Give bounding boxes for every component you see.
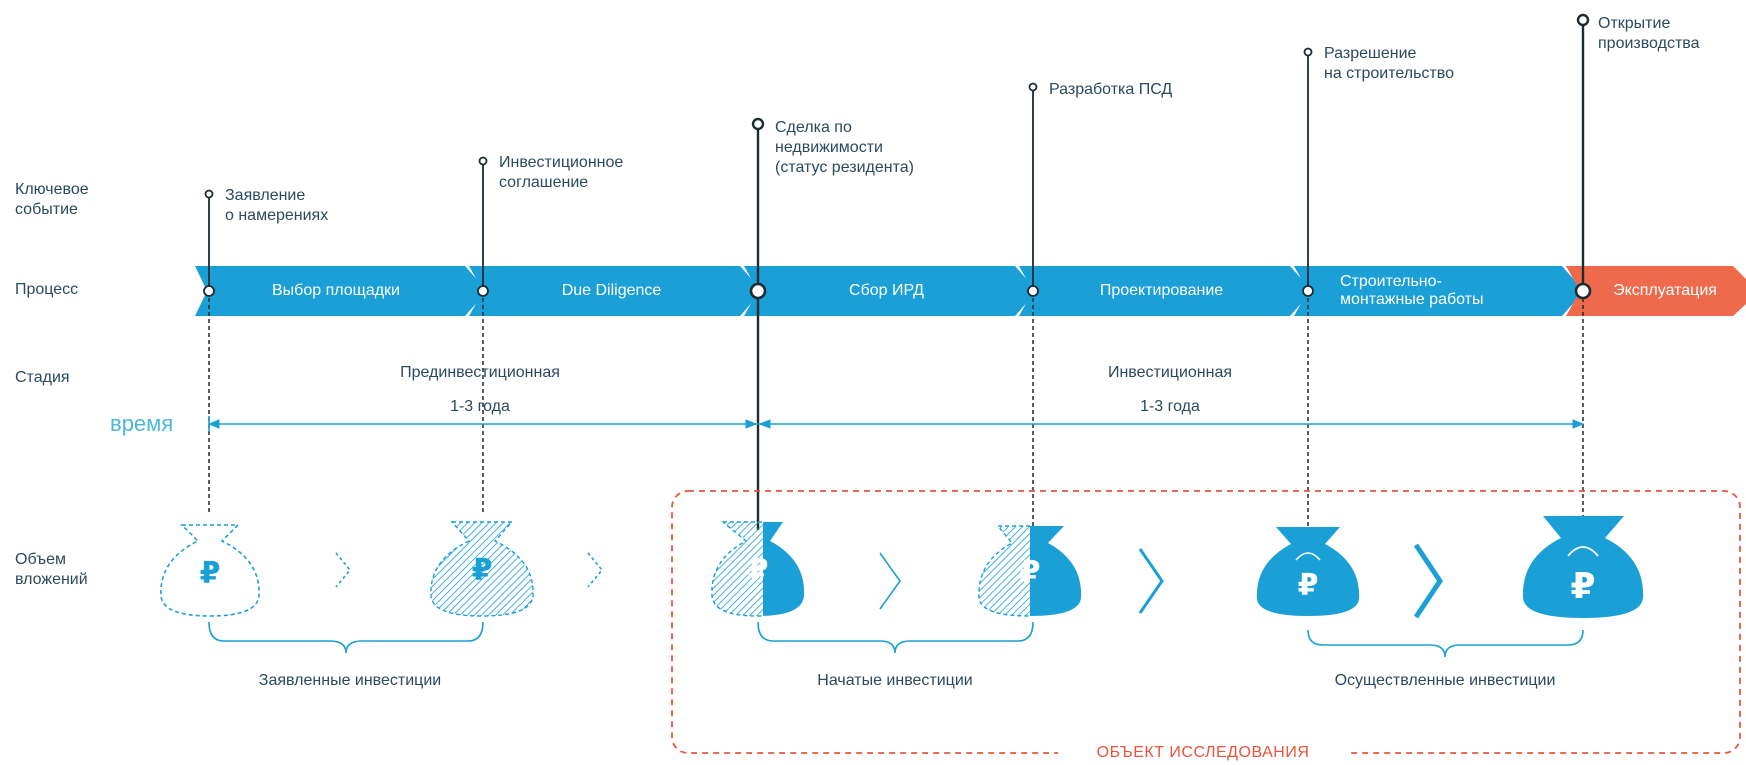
- process-chevron-2: [469, 266, 762, 316]
- process-chevron-6: [1566, 266, 1746, 316]
- money-bag-started-1: [711, 521, 805, 617]
- event-label-4: Разработка ПСД: [1049, 81, 1173, 98]
- group-label-realized: Осуществленные инвестиции: [1334, 672, 1556, 689]
- rouble-icon-4: ₽: [1020, 555, 1041, 590]
- group-label-started: Начатые инвестиции: [817, 672, 973, 689]
- event-label-3: Сделка по недвижимости (статус резидента…: [775, 119, 914, 176]
- stage-duration-1: 1-3 года: [450, 398, 510, 415]
- process-label-6: Эксплуатация: [1613, 282, 1717, 299]
- chevron-dotted-1: [335, 552, 352, 588]
- process-label-4: Проектирование: [1099, 282, 1224, 299]
- event-label-5: Разрешение на строительство: [1324, 45, 1454, 82]
- row-label-investment: Объем вложений: [15, 551, 88, 588]
- row-label-key-event: Ключевое событие: [15, 181, 89, 218]
- chevron-dotted-2: [587, 552, 604, 588]
- rouble-icon-1: ₽: [200, 556, 221, 591]
- research-object-frame: [671, 490, 1741, 754]
- process-label-2: Due Diligence: [561, 282, 662, 299]
- time-axis-label: время: [110, 411, 174, 436]
- rouble-icon-6: ₽: [1570, 566, 1595, 607]
- process-chevron-1: [195, 266, 487, 316]
- chevron-bold-1: [1413, 543, 1444, 619]
- event-band-markers: [203, 282, 1592, 300]
- chevron-medium-1: [1138, 548, 1164, 614]
- research-object-label: ОБЪЕКТ ИССЛЕДОВАНИЯ: [1096, 744, 1310, 761]
- process-label-3: Сбор ИРД: [849, 282, 924, 299]
- event-label-6: Открытие производства: [1598, 15, 1700, 52]
- row-label-stage: Стадия: [15, 369, 70, 386]
- rouble-icon-5: ₽: [1298, 568, 1319, 603]
- process-label-5: Строительно- монтажные работы: [1340, 273, 1484, 308]
- event-stems: [208, 20, 1585, 291]
- chevron-thin-1: [879, 552, 901, 610]
- row-label-process: Процесс: [15, 281, 79, 298]
- event-top-markers: [204, 13, 1590, 199]
- stage-duration-2: 1-3 года: [1140, 398, 1200, 415]
- money-bag-realized-1: [1256, 527, 1360, 616]
- process-chevron-4: [1019, 266, 1312, 316]
- money-bag-declared-2: [430, 521, 534, 617]
- time-axis: [207, 416, 1585, 432]
- money-bag-declared-1: [160, 524, 260, 617]
- stage-name-1: Прединвестиционная: [400, 364, 560, 381]
- rouble-icon-3: ₽: [748, 553, 769, 588]
- event-label-2: Инвестиционное соглашение: [499, 154, 624, 191]
- process-chevron-5: [1294, 266, 1584, 316]
- group-label-declared: Заявленные инвестиции: [258, 672, 442, 689]
- rouble-icon-2: ₽: [472, 553, 493, 588]
- process-label-1: Выбор площадки: [272, 282, 400, 299]
- process-chevron-3: [744, 266, 1037, 316]
- event-label-1: Заявление о намерениях: [225, 187, 329, 224]
- money-bag-started-2: [978, 525, 1082, 617]
- money-bag-realized-2: [1522, 516, 1644, 618]
- stage-name-2: Инвестиционная: [1107, 364, 1233, 381]
- group-braces: [208, 621, 1584, 658]
